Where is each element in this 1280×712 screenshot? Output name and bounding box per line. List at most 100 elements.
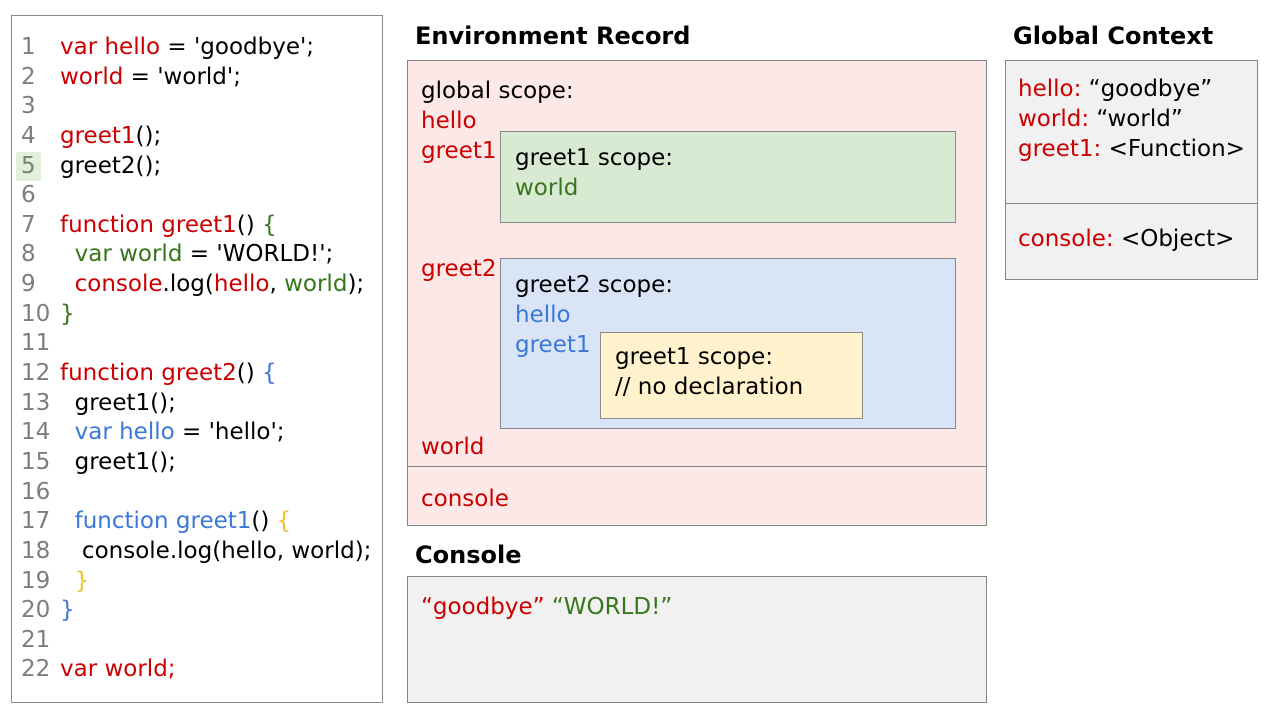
line-number-text: 16 xyxy=(21,478,51,505)
code-line: 14 var hello = 'hello'; xyxy=(12,418,382,448)
code-token: console.log(hello, world); xyxy=(60,537,372,564)
scope-var: hello xyxy=(515,302,571,328)
code-text: function greet1() { xyxy=(60,212,277,238)
code-line: 1 var hello = 'goodbye'; xyxy=(12,33,382,63)
code-token xyxy=(60,419,75,445)
line-number: 3 xyxy=(16,92,60,122)
code-line: 3 xyxy=(12,92,382,122)
code-line: 20} xyxy=(12,596,382,626)
line-number: 10 xyxy=(16,300,60,330)
line-number: 11 xyxy=(16,329,60,359)
code-token: var world xyxy=(74,241,183,268)
code-text: greet1(); xyxy=(60,449,176,475)
code-token: (); xyxy=(135,122,162,149)
global-scope-var-world: world xyxy=(421,434,485,460)
code-text: greet1(); xyxy=(60,123,161,149)
line-number-text: 13 xyxy=(21,389,51,416)
code-token: { xyxy=(276,508,292,535)
global-scope-var-greet2: greet2 xyxy=(421,256,497,282)
code-text: } xyxy=(60,301,75,327)
code-text: greet1(); xyxy=(60,390,176,416)
code-token: .log( xyxy=(162,271,214,298)
code-line: 9 console.log(hello, world); xyxy=(12,270,382,300)
global-scope-var: hello xyxy=(421,108,477,134)
binding-value: <Function> xyxy=(1101,136,1245,162)
code-text: var hello = 'hello'; xyxy=(60,419,285,445)
code-token: function greet1 xyxy=(60,211,237,238)
line-number: 22 xyxy=(16,655,60,685)
line-number: 1 xyxy=(16,33,60,63)
line-number-text: 9 xyxy=(21,271,36,298)
line-number-text: 19 xyxy=(21,567,51,594)
code-token: () xyxy=(251,508,277,535)
code-line: 6 xyxy=(12,181,382,211)
environment-record-title: Environment Record xyxy=(415,22,691,50)
code-token: , xyxy=(269,271,285,298)
console-entry: “goodbye” xyxy=(421,594,545,620)
line-number: 9 xyxy=(16,270,60,300)
line-number-text: 10 xyxy=(21,300,51,327)
global-context-box-2: console: <Object> xyxy=(1005,203,1258,280)
code-token: { xyxy=(262,360,277,387)
line-number: 12 xyxy=(16,359,60,389)
code-line: 11 xyxy=(12,329,382,359)
console-binding-label: console xyxy=(421,486,509,512)
binding-row: console: <Object> xyxy=(1018,224,1245,254)
line-number-text: 18 xyxy=(21,537,51,564)
line-number-text: 20 xyxy=(21,597,51,624)
code-token: } xyxy=(60,300,75,327)
binding-value: <Object> xyxy=(1113,226,1235,252)
code-token: console xyxy=(74,271,163,298)
code-line: 21 xyxy=(12,626,382,656)
code-token: world xyxy=(60,63,124,90)
line-number: 7 xyxy=(16,211,60,241)
line-number: 14 xyxy=(16,418,60,448)
code-token: greet2(); xyxy=(60,152,162,179)
global-context-title: Global Context xyxy=(1013,22,1214,50)
code-text: function greet1() { xyxy=(60,508,292,535)
code-token: () xyxy=(236,211,263,238)
line-number-text: 14 xyxy=(21,419,51,446)
line-number-text: 17 xyxy=(21,508,51,535)
code-line: 7 function greet1() { xyxy=(12,211,382,241)
line-number-text: 7 xyxy=(21,211,36,238)
code-token xyxy=(60,508,75,534)
code-token: } xyxy=(74,567,90,594)
binding-name: hello: xyxy=(1018,76,1082,102)
code-token: = 'goodbye'; xyxy=(160,34,315,60)
code-line: 8 var world = 'WORLD!'; xyxy=(12,240,382,270)
global-scope-label: global scope: xyxy=(421,78,574,104)
code-text: function greet2() { xyxy=(60,360,277,386)
line-number: 15 xyxy=(16,448,60,478)
line-number: 5 xyxy=(16,151,60,182)
greet1-inner-scope-box: greet1 scope: // no declaration xyxy=(600,332,863,419)
line-number-text: 1 xyxy=(21,34,36,60)
line-number: 8 xyxy=(16,240,60,270)
greet1-scope-box: greet1 scope: world xyxy=(500,131,956,223)
code-text: greet2(); xyxy=(60,153,161,179)
line-number: 6 xyxy=(16,181,60,211)
code-text: console.log(hello, world); xyxy=(60,271,365,298)
code-line: 18 console.log(hello, world); xyxy=(12,537,382,567)
code-text: var world = 'WORLD!'; xyxy=(60,241,334,268)
line-number-text: 5 xyxy=(16,151,41,181)
scope-label: greet2 scope: xyxy=(515,272,674,298)
line-number-text: 22 xyxy=(21,656,51,683)
line-number: 19 xyxy=(16,567,60,597)
line-number: 2 xyxy=(16,63,60,93)
line-number-text: 6 xyxy=(21,182,36,209)
line-number-text: 3 xyxy=(21,93,36,120)
line-number: 20 xyxy=(16,596,60,626)
console-output-box: “goodbye” “WORLD!” xyxy=(407,576,987,703)
line-number: 16 xyxy=(16,478,60,508)
line-number-text: 15 xyxy=(21,448,51,475)
code-text: var hello = 'goodbye'; xyxy=(60,34,314,60)
